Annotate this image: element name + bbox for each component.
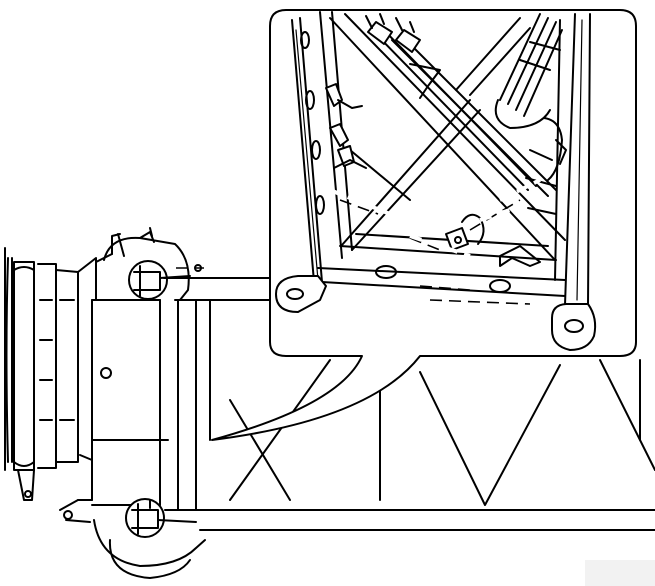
lower-mount-bracket [59,498,206,579]
base-structure [4,227,655,586]
upper-mount-bracket [103,227,191,301]
corner-patch [585,560,655,586]
projection-dashes [176,264,204,272]
left-wheel-stack [4,247,79,501]
callout-detail [275,11,597,351]
frame-rails [159,277,655,531]
detail-callout [211,9,637,441]
callout-bubble [211,9,637,441]
